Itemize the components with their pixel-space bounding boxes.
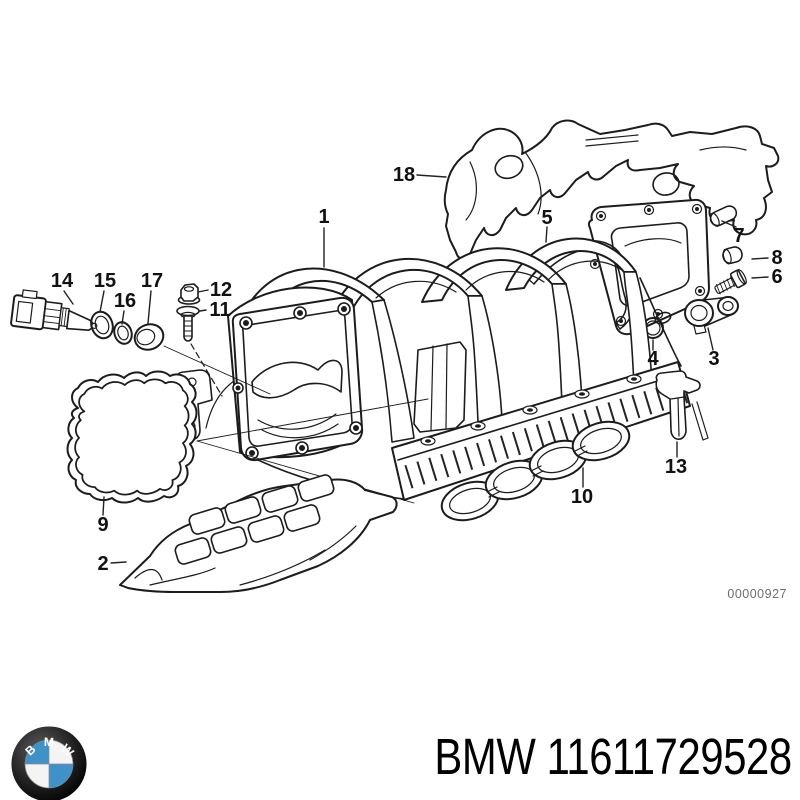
rear-flange-plate-drawing xyxy=(587,198,710,336)
logo-quadrant-lines xyxy=(25,740,73,788)
intake-manifold-drawing xyxy=(175,237,691,501)
callout-4: 4 xyxy=(647,348,659,370)
rail-lugs xyxy=(420,374,642,446)
callout-1: 1 xyxy=(318,206,329,228)
callout-15: 15 xyxy=(94,270,116,292)
sleeve-17-drawing xyxy=(133,323,165,351)
callout-8: 8 xyxy=(771,247,782,269)
logo-letter-m: M xyxy=(44,735,55,749)
bmw-logo: B M W xyxy=(11,726,87,800)
bracket-drawing xyxy=(655,370,709,441)
leader-lines xyxy=(63,174,769,564)
callout-6: 6 xyxy=(771,266,782,288)
callout-10: 10 xyxy=(571,486,593,508)
heat-shield-drawing xyxy=(443,119,780,260)
callout-3: 3 xyxy=(708,348,719,370)
flange-bolt-holes xyxy=(232,302,363,460)
plate-bolt-holes xyxy=(589,203,706,327)
part-number-text: BMW 11611729528 xyxy=(434,728,793,785)
o-ring-16-drawing xyxy=(113,321,133,345)
port-gasket-strip-drawing xyxy=(440,420,631,522)
screw-drawing xyxy=(714,269,747,295)
temp-sensor-drawing xyxy=(10,289,98,332)
acoustic-cover-drawing xyxy=(119,474,398,593)
callout-5: 5 xyxy=(541,207,552,229)
callout-11: 11 xyxy=(209,299,230,321)
nut-drawing xyxy=(177,283,201,305)
callout-2: 2 xyxy=(97,553,108,575)
bolt-drawing xyxy=(176,305,200,342)
callout-7: 7 xyxy=(733,225,744,247)
callout-16: 16 xyxy=(114,290,136,312)
bushing-drawing xyxy=(722,246,743,265)
logo-quadrant-blue-tl xyxy=(25,740,49,764)
callout-17: 17 xyxy=(141,270,163,292)
callout-13: 13 xyxy=(665,456,687,478)
callout-9: 9 xyxy=(97,514,108,536)
o-ring-15-drawing xyxy=(90,310,114,340)
callout-18: 18 xyxy=(393,164,415,186)
gasket-9-drawing xyxy=(66,370,198,504)
diagram-id-watermark: 00000927 xyxy=(727,587,787,601)
callout-12: 12 xyxy=(210,279,232,301)
water-neck-drawing xyxy=(684,296,739,335)
logo-quadrant-blue-br xyxy=(49,764,73,788)
cover-ribs xyxy=(174,474,335,565)
callout-14: 14 xyxy=(51,270,74,292)
